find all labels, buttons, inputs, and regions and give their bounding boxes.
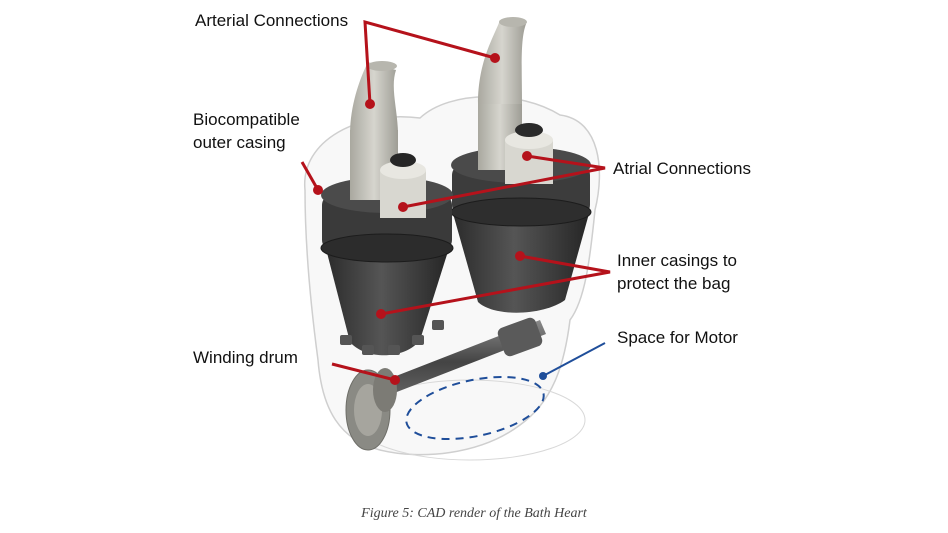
leader-motor-dot [539, 372, 547, 380]
figure-caption: Figure 5: CAD render of the Bath Heart [361, 506, 587, 521]
leader-motor [542, 342, 606, 377]
right-pump-assembly [450, 17, 592, 313]
leader-atrial [402, 154, 606, 209]
motor-space-outline [405, 375, 545, 441]
label-biocompatible-line2: outer casing [193, 133, 286, 152]
left-pump-assembly [320, 61, 454, 356]
label-arterial-connections: Arterial Connections [195, 11, 349, 30]
label-space-for-motor: Space for Motor [617, 328, 738, 347]
leader-lines-red [300, 19, 611, 382]
label-inner-casings-line2: protect the bag [617, 274, 731, 293]
leader-winding [331, 362, 396, 382]
label-biocompatible-line1: Biocompatible [193, 110, 300, 129]
label-winding-drum: Winding drum [193, 348, 298, 367]
leader-dots-red [313, 53, 532, 385]
leader-biocompatible [300, 161, 320, 191]
winding-drum-shaft [360, 317, 546, 404]
leader-arterial [363, 19, 496, 105]
label-atrial-connections: Atrial Connections [613, 159, 751, 178]
leader-inner [380, 254, 611, 316]
label-inner-casings-line1: Inner casings to [617, 251, 738, 270]
